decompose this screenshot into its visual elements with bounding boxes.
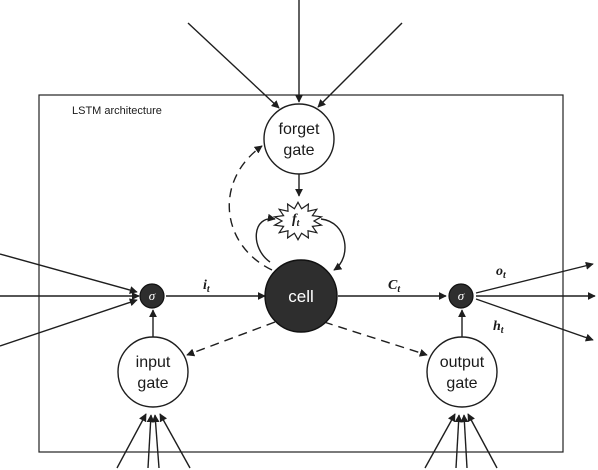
- output-ot-arrow: [475, 261, 594, 294]
- cell-to-output-gate-peephole: [323, 321, 428, 357]
- cell-to-input-gate-peephole: [186, 321, 276, 357]
- input-gate-input-3: [151, 414, 160, 469]
- cell-to-ft-loop: [255, 213, 276, 263]
- ct-label: Ct: [388, 278, 401, 295]
- output-gate-input-3: [460, 414, 469, 469]
- input-gate-label-line1: input: [136, 354, 171, 371]
- input-gate-label-line2: gate: [137, 375, 168, 392]
- it-label: it: [203, 278, 211, 295]
- input-gate-input-2: [146, 414, 155, 469]
- output-gate-input-1: [424, 413, 456, 469]
- output-ht-arrow: [475, 298, 594, 342]
- output-gate-input-4: [467, 413, 498, 469]
- cell-label: cell: [288, 287, 314, 306]
- output-sigma: σ: [448, 283, 474, 309]
- cell-to-forget-gate-peephole: [228, 145, 273, 271]
- input-gate-input-1: [116, 413, 147, 469]
- cell-node: cell: [264, 259, 338, 333]
- input-sigma-input-top: [0, 253, 138, 294]
- ot-label: ot: [496, 264, 507, 281]
- ht-label: ht: [493, 319, 505, 336]
- forget-gate-label-line2: gate: [283, 142, 314, 159]
- output-gate: output gate: [426, 336, 498, 408]
- output-gate-label-line2: gate: [446, 375, 477, 392]
- forget-gate-label-line1: forget: [279, 121, 320, 138]
- forget-multiplier: ft: [272, 201, 324, 241]
- diagram-title: LSTM architecture: [72, 105, 162, 117]
- forget-gate-input-left: [187, 22, 280, 109]
- output-gate-input-2: [454, 414, 463, 469]
- ft-symbol: ft: [292, 212, 301, 229]
- input-sigma: σ: [139, 283, 165, 309]
- output-gate-label-line1: output: [440, 354, 485, 371]
- input-gate: input gate: [117, 336, 189, 408]
- forget-gate: forget gate: [263, 103, 335, 175]
- input-gate-input-4: [159, 413, 191, 469]
- forget-gate-input-right: [317, 22, 403, 108]
- ft-to-cell-loop: [320, 218, 346, 271]
- input-sigma-symbol: σ: [149, 288, 156, 303]
- output-sigma-symbol: σ: [458, 288, 465, 303]
- input-sigma-input-bottom: [0, 298, 138, 347]
